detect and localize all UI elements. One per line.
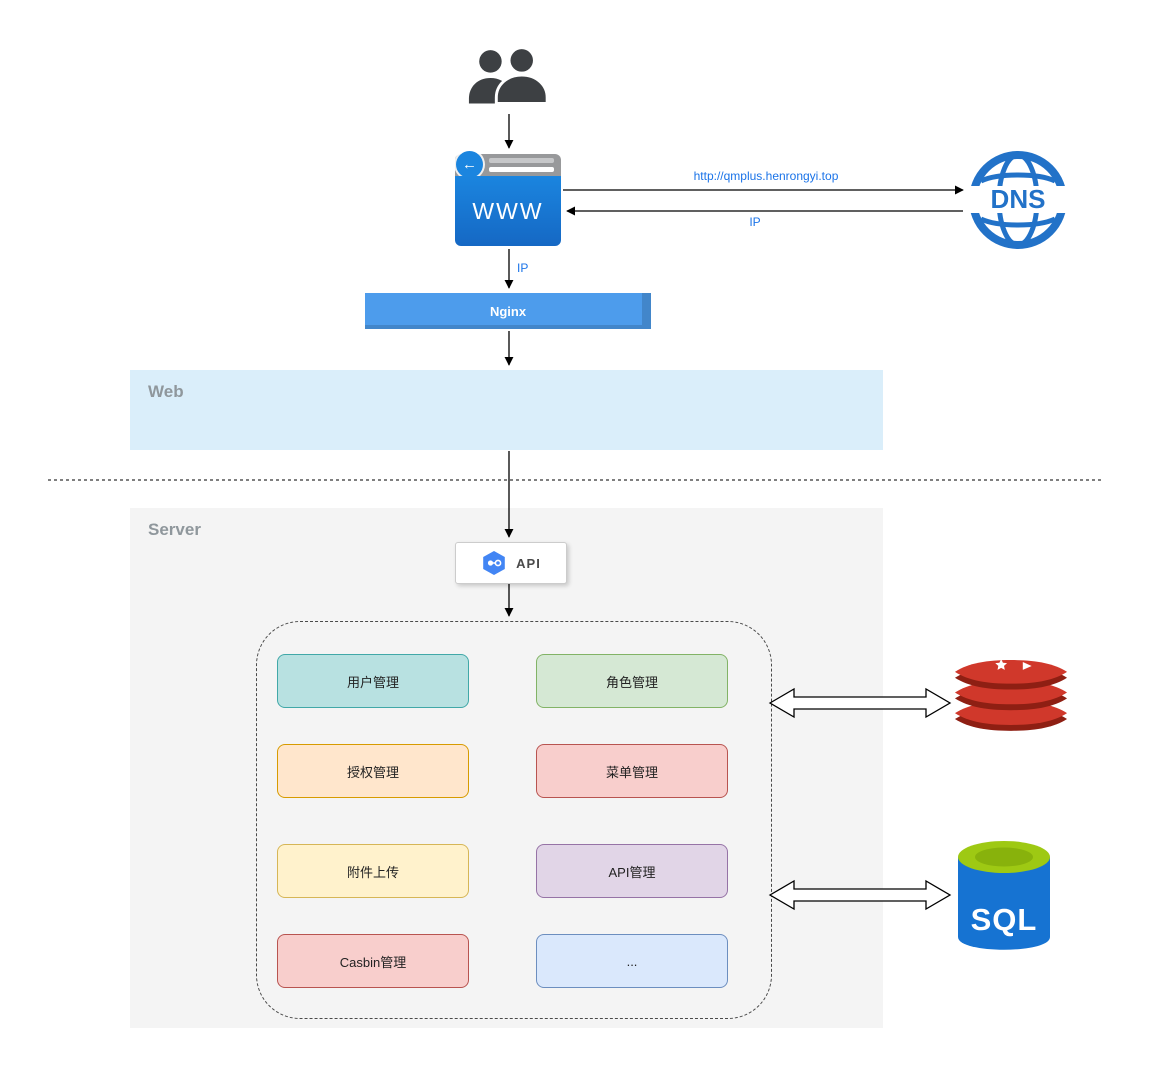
module-label: API管理 [608,864,656,880]
sql-label: SQL [971,902,1038,937]
module-casbin-management: Casbin管理 [277,934,469,988]
module-auth-management: 授权管理 [277,744,469,798]
browser-bar-stripe [489,167,554,172]
database-cylinder-icon: SQL [953,833,1055,970]
module-user-management: 用户管理 [277,654,469,708]
module-api-management: API管理 [536,844,728,898]
globe-icon: DNS [968,150,1068,250]
module-role-management: 角色管理 [536,654,728,708]
server-zone-label: Server [148,520,201,539]
browser-www-label: WWW [472,197,544,224]
module-file-upload: 附件上传 [277,844,469,898]
web-zone: Web [130,370,883,450]
api-label: API [516,555,541,571]
module-more: ... [536,934,728,988]
module-label: Casbin管理 [339,954,407,970]
nginx-node: Nginx [365,293,651,329]
browser-body: WWW [455,176,561,246]
module-label: 角色管理 [605,674,658,690]
back-arrow-icon: ← [456,151,483,178]
browser-window-icon: ← WWW [455,151,561,246]
edge-label-ip-down: IP [517,261,529,275]
browser-bar-stripe [489,158,554,163]
edge-label-url: http://qmplus.henrongyi.top [693,169,839,183]
server-zone: Server [130,508,883,1028]
web-zone-label: Web [148,382,184,401]
nginx-label: Nginx [489,303,527,319]
users-icon [466,46,554,117]
module-label: ... [626,953,638,969]
module-menu-management: 菜单管理 [536,744,728,798]
redis-stack-icon [952,650,1070,740]
hexagon-api-icon [483,551,505,575]
module-label: 授权管理 [346,764,399,780]
module-label: 菜单管理 [605,764,658,780]
module-label: 附件上传 [346,864,399,880]
module-label: 用户管理 [346,674,399,690]
dns-label: DNS [991,184,1046,214]
browser-title-bar: ← [455,151,561,178]
modules-container [256,621,772,1019]
api-node: API [455,542,567,584]
edge-label-ip-return: IP [749,215,761,229]
